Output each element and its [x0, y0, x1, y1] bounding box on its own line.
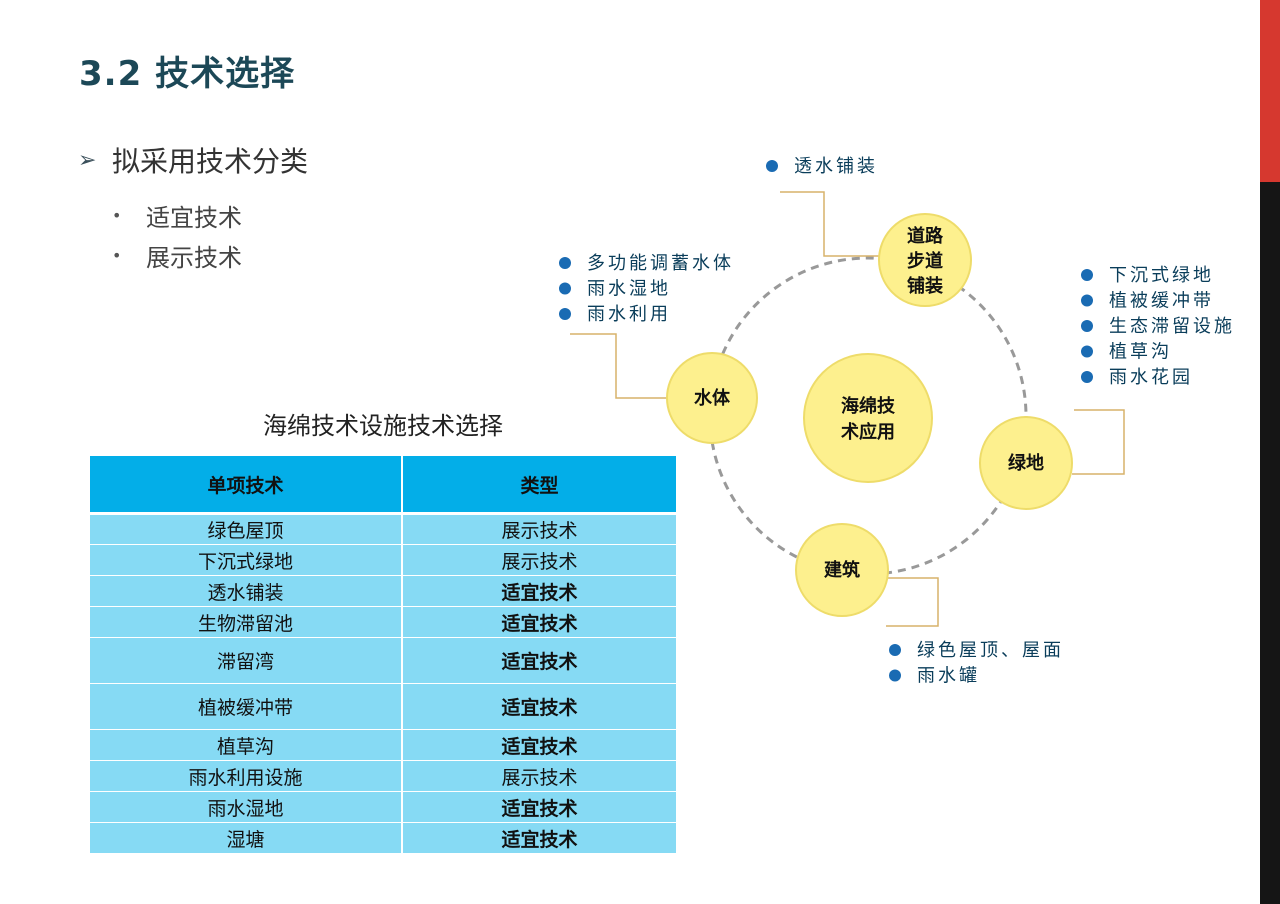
- main-bullet-text: 拟采用技术分类: [112, 145, 309, 178]
- table-row: 雨水湿地适宜技术: [90, 791, 676, 823]
- water-label-item: 多功能调蓄水体: [587, 253, 734, 274]
- type-cell: 适宜技术: [402, 575, 676, 607]
- sidebar-accent-dark: [1260, 182, 1280, 904]
- road-node-line2: 步道: [907, 250, 943, 272]
- table-row: 植被缓冲带适宜技术: [90, 683, 676, 730]
- type-cell: 适宜技术: [402, 729, 676, 761]
- arrow-bullet-icon: ➢: [78, 147, 97, 173]
- connector-road: [780, 191, 882, 257]
- table-row: 植草沟适宜技术: [90, 729, 676, 761]
- tech-cell: 雨水利用设施: [90, 760, 403, 792]
- table-row: 雨水利用设施展示技术: [90, 760, 676, 792]
- table-row: 透水铺装适宜技术: [90, 575, 676, 607]
- building-node: [795, 523, 889, 617]
- road-label-item: 透水铺装: [794, 156, 878, 177]
- sub-bullet-item: • 适宜技术: [112, 195, 242, 235]
- connector-water: [570, 333, 668, 399]
- connector-lines: [570, 191, 1125, 627]
- bullet-dot-icon: [559, 308, 571, 320]
- tech-cell: 滞留湾: [90, 637, 403, 684]
- bullet-dot-icon: [1081, 294, 1093, 307]
- road-label-group: 透水铺装: [766, 156, 878, 177]
- bullet-dot-icon: [559, 257, 571, 269]
- green-node: [979, 416, 1073, 510]
- bullet-dot-icon: [1081, 371, 1093, 383]
- main-bullet: ➢ 拟采用技术分类: [78, 140, 308, 180]
- table-row: 湿塘适宜技术: [90, 822, 676, 854]
- table-row: 生物滞留池适宜技术: [90, 606, 676, 638]
- green-label-item: 植被缓冲带: [1109, 291, 1214, 312]
- table-row: 滞留湾适宜技术: [90, 637, 676, 684]
- table-row: 绿色屋顶展示技术: [90, 513, 676, 545]
- tech-cell: 植被缓冲带: [90, 683, 403, 730]
- bullet-dot-icon: [559, 282, 571, 295]
- bullet-dot-icon: [889, 644, 901, 656]
- water-node: [666, 352, 758, 444]
- type-cell: 适宜技术: [402, 683, 676, 730]
- tech-cell: 湿塘: [90, 822, 403, 854]
- table-header-type: 类型: [402, 456, 676, 515]
- green-node-label: 绿地: [1008, 452, 1044, 474]
- sub-bullet-text: 适宜技术: [146, 203, 242, 232]
- water-label-item: 雨水利用: [587, 304, 671, 325]
- bullet-dot-icon: [1081, 345, 1093, 358]
- tech-cell: 绿色屋顶: [90, 513, 403, 545]
- tech-cell: 雨水湿地: [90, 791, 403, 823]
- tech-cell: 植草沟: [90, 729, 403, 761]
- bullet-dot-icon: [889, 669, 901, 682]
- connector-building: [886, 577, 939, 627]
- center-circle: [803, 353, 933, 483]
- tech-cell: 生物滞留池: [90, 606, 403, 638]
- bullet-dot-icon: [1081, 269, 1093, 281]
- water-node-label: 水体: [694, 387, 731, 409]
- type-cell: 展示技术: [402, 544, 676, 576]
- table-title: 海绵技术设施技术选择: [263, 412, 503, 440]
- table-row: 下沉式绿地展示技术: [90, 544, 676, 576]
- tech-cell: 下沉式绿地: [90, 544, 403, 576]
- sub-bullet-item: • 展示技术: [112, 235, 242, 275]
- building-node-label: 建筑: [824, 559, 860, 581]
- sidebar-accent-red: [1260, 0, 1280, 182]
- tech-selection-table: 单项技术 类型 绿色屋顶展示技术下沉式绿地展示技术透水铺装适宜技术生物滞留池适宜…: [90, 456, 676, 854]
- type-cell: 适宜技术: [402, 637, 676, 684]
- slide-title: 3.2 技术选择: [79, 54, 296, 94]
- center-label-line1: 海绵技: [841, 395, 896, 417]
- building-label-item: 绿色屋顶、屋面: [917, 640, 1064, 661]
- type-cell: 适宜技术: [402, 822, 676, 854]
- type-cell: 展示技术: [402, 760, 676, 792]
- road-node-line1: 道路: [907, 225, 944, 247]
- center-label-line2: 术应用: [841, 421, 895, 443]
- type-cell: 展示技术: [402, 513, 676, 545]
- road-node: [878, 213, 972, 307]
- bullet-dot-icon: •: [112, 245, 122, 265]
- bullet-dot-icon: •: [112, 205, 122, 225]
- table-header-tech: 单项技术: [90, 456, 403, 515]
- type-cell: 适宜技术: [402, 791, 676, 823]
- sub-bullet-text: 展示技术: [146, 243, 242, 272]
- green-label-item: 下沉式绿地: [1109, 265, 1214, 286]
- water-label-item: 雨水湿地: [587, 279, 671, 300]
- connector-green: [1072, 409, 1125, 475]
- building-label-item: 雨水罐: [917, 666, 980, 687]
- green-label-item: 生态滞留设施: [1109, 316, 1235, 337]
- bullet-dot-icon: [766, 160, 778, 172]
- tech-cell: 透水铺装: [90, 575, 403, 607]
- bullet-dot-icon: [1081, 320, 1093, 332]
- green-label-item: 雨水花园: [1109, 367, 1193, 388]
- sub-bullet-list: • 适宜技术 • 展示技术: [112, 195, 242, 275]
- green-label-item: 植草沟: [1109, 342, 1172, 363]
- road-node-line3: 铺装: [907, 275, 943, 297]
- type-cell: 适宜技术: [402, 606, 676, 638]
